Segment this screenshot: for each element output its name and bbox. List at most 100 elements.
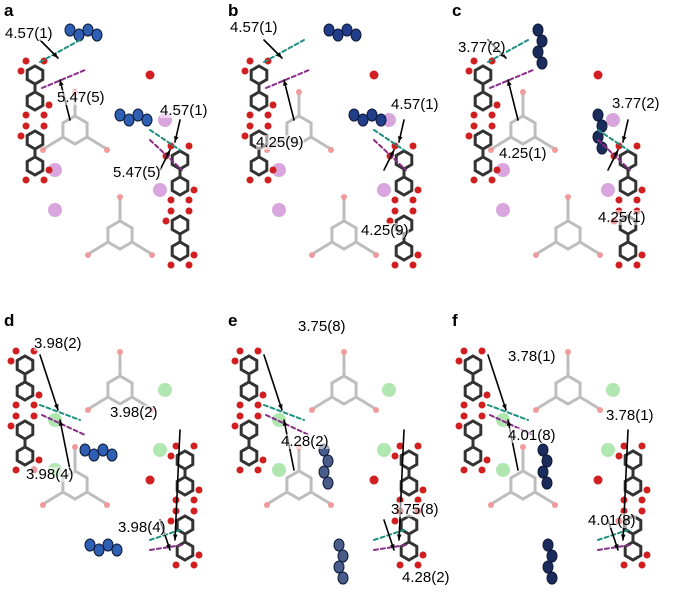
oxygen-atom — [391, 142, 399, 150]
linker-ring — [175, 514, 195, 536]
metal-node — [272, 203, 286, 217]
framework-bond — [43, 135, 65, 150]
oxygen-atom — [470, 57, 478, 65]
oxygen-atom — [167, 207, 175, 215]
arrow-head — [389, 150, 394, 156]
framework-bond — [85, 490, 107, 505]
framework-bond — [354, 240, 376, 255]
framework-ring — [106, 219, 134, 251]
oxygen-atom — [172, 442, 180, 450]
guest-atom — [91, 28, 103, 42]
oxygen-atom — [465, 67, 473, 75]
oxygen-atom — [22, 111, 30, 119]
distance-label: 4.57(1) — [5, 25, 53, 42]
oxygen-atom — [7, 422, 15, 430]
contact-line — [373, 544, 407, 551]
distance-label: 4.25(9) — [361, 222, 409, 239]
oxygen-atom — [236, 347, 244, 355]
guest-atom — [366, 108, 378, 122]
oxygen-atom — [391, 452, 399, 460]
framework-oxygen — [309, 407, 315, 413]
contact-line — [265, 414, 310, 436]
water-oxygen — [145, 475, 155, 485]
oxygen-atom — [236, 401, 244, 409]
arrow-head — [614, 544, 619, 550]
arrow-head — [276, 52, 282, 58]
guest-atom — [322, 454, 334, 468]
framework-oxygen — [296, 89, 302, 95]
guest-atom — [141, 113, 153, 127]
contact-line — [39, 404, 81, 421]
oxygen-atom — [35, 391, 43, 399]
metal-node — [496, 463, 510, 477]
arrow-line — [283, 79, 295, 121]
framework-ring — [285, 469, 313, 501]
oxygen-atom — [167, 261, 175, 269]
distance-label: 4.25(1) — [499, 145, 547, 162]
arrow-head — [59, 80, 64, 86]
contact-line — [597, 129, 629, 151]
arrow-head — [52, 52, 58, 58]
arrow-head — [506, 420, 512, 426]
oxygen-atom — [409, 142, 417, 150]
oxygen-atom — [615, 142, 623, 150]
oxygen-atom — [17, 132, 25, 140]
framework-bond — [130, 240, 152, 255]
oxygen-atom — [483, 456, 491, 464]
oxygen-atom — [620, 561, 628, 569]
arrow-line — [398, 429, 405, 541]
distance-label: 3.75(8) — [391, 501, 439, 518]
oxygen-atom — [246, 57, 254, 65]
oxygen-atom — [30, 401, 38, 409]
guest-atom — [541, 454, 553, 468]
guest-atom — [132, 108, 144, 122]
oxygen-atom — [246, 122, 254, 130]
distance-label: 4.57(1) — [160, 102, 208, 119]
linker-ring — [618, 149, 638, 171]
framework-ring — [554, 374, 582, 406]
oxygen-atom — [455, 357, 463, 365]
framework-oxygen — [264, 502, 270, 508]
guest-atom — [337, 571, 349, 585]
linker-ring — [463, 419, 483, 441]
framework-bond — [88, 395, 110, 410]
guest-atom — [350, 28, 362, 42]
contact-line — [149, 139, 183, 171]
distance-label: 3.98(2) — [110, 404, 158, 421]
linker-ring — [394, 240, 414, 262]
guest-atom — [536, 34, 548, 48]
oxygen-atom — [231, 422, 239, 430]
guest-atom — [88, 448, 100, 462]
oxygen-atom — [190, 186, 198, 194]
oxygen-atom — [470, 122, 478, 130]
arrow-head — [283, 80, 288, 86]
guest-atom — [102, 538, 114, 552]
contact-line — [373, 139, 407, 171]
framework-bond — [536, 395, 558, 410]
oxygen-atom — [195, 486, 203, 494]
guest-atom — [537, 443, 549, 457]
oxygen-atom — [478, 347, 486, 355]
metal-node — [48, 203, 62, 217]
oxygen-atom — [167, 517, 175, 525]
water-oxygen — [145, 70, 155, 80]
guest-atom — [106, 448, 118, 462]
linker-ring — [25, 64, 45, 86]
guest-atom — [592, 108, 604, 122]
guest-atom — [541, 476, 553, 490]
oxygen-atom — [396, 442, 404, 450]
arrow-head — [621, 136, 627, 142]
panel-label-c: c — [452, 1, 462, 20]
arrow-line — [487, 354, 507, 411]
metal-node — [382, 383, 396, 397]
guest-atom — [97, 443, 109, 457]
metal-node — [377, 443, 391, 457]
arrow-head — [58, 420, 64, 426]
framework-oxygen — [40, 502, 46, 508]
metal-node — [272, 163, 286, 177]
metal-node — [48, 163, 62, 177]
oxygen-atom — [7, 357, 15, 365]
oxygen-atom — [246, 111, 254, 119]
